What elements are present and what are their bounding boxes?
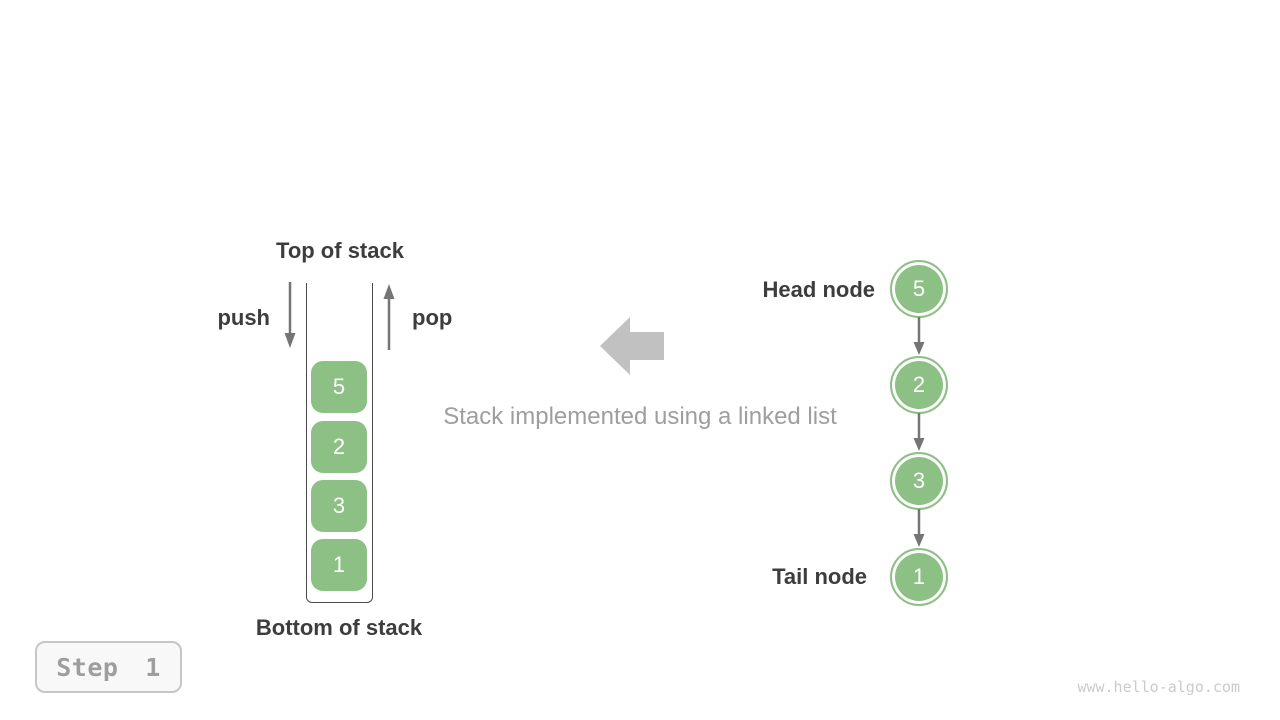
stack-item: 2 — [311, 421, 367, 473]
link-down-arrow-icon — [913, 509, 925, 547]
stack-item: 1 — [311, 539, 367, 591]
link-down-arrow-icon — [913, 317, 925, 355]
push-down-arrow-icon — [284, 282, 296, 348]
push-label: push — [217, 305, 270, 330]
head-node-label: Head node — [762, 277, 875, 302]
top-of-stack-label: Top of stack — [276, 238, 404, 263]
tail-node-label: Tail node — [772, 564, 867, 589]
link-down-arrow-icon — [913, 413, 925, 451]
linked-list-node: 2 — [890, 356, 948, 414]
stack-container — [306, 283, 373, 603]
linked-list-node: 1 — [890, 548, 948, 606]
bottom-of-stack-label: Bottom of stack — [255, 615, 423, 640]
left-block-arrow-icon — [600, 317, 664, 375]
step-badge-label: Step 1 — [56, 652, 161, 682]
stack-item: 5 — [311, 361, 367, 413]
linked-list-node: 5 — [890, 260, 948, 318]
pop-label: pop — [412, 305, 453, 330]
pop-up-arrow-icon — [383, 284, 395, 350]
diagram-caption: Stack implemented using a linked list — [443, 403, 837, 430]
watermark: www.hello-algo.com — [1077, 678, 1240, 696]
stack-item: 3 — [311, 480, 367, 532]
linked-list-node: 3 — [890, 452, 948, 510]
step-badge: Step 1 — [35, 641, 182, 693]
